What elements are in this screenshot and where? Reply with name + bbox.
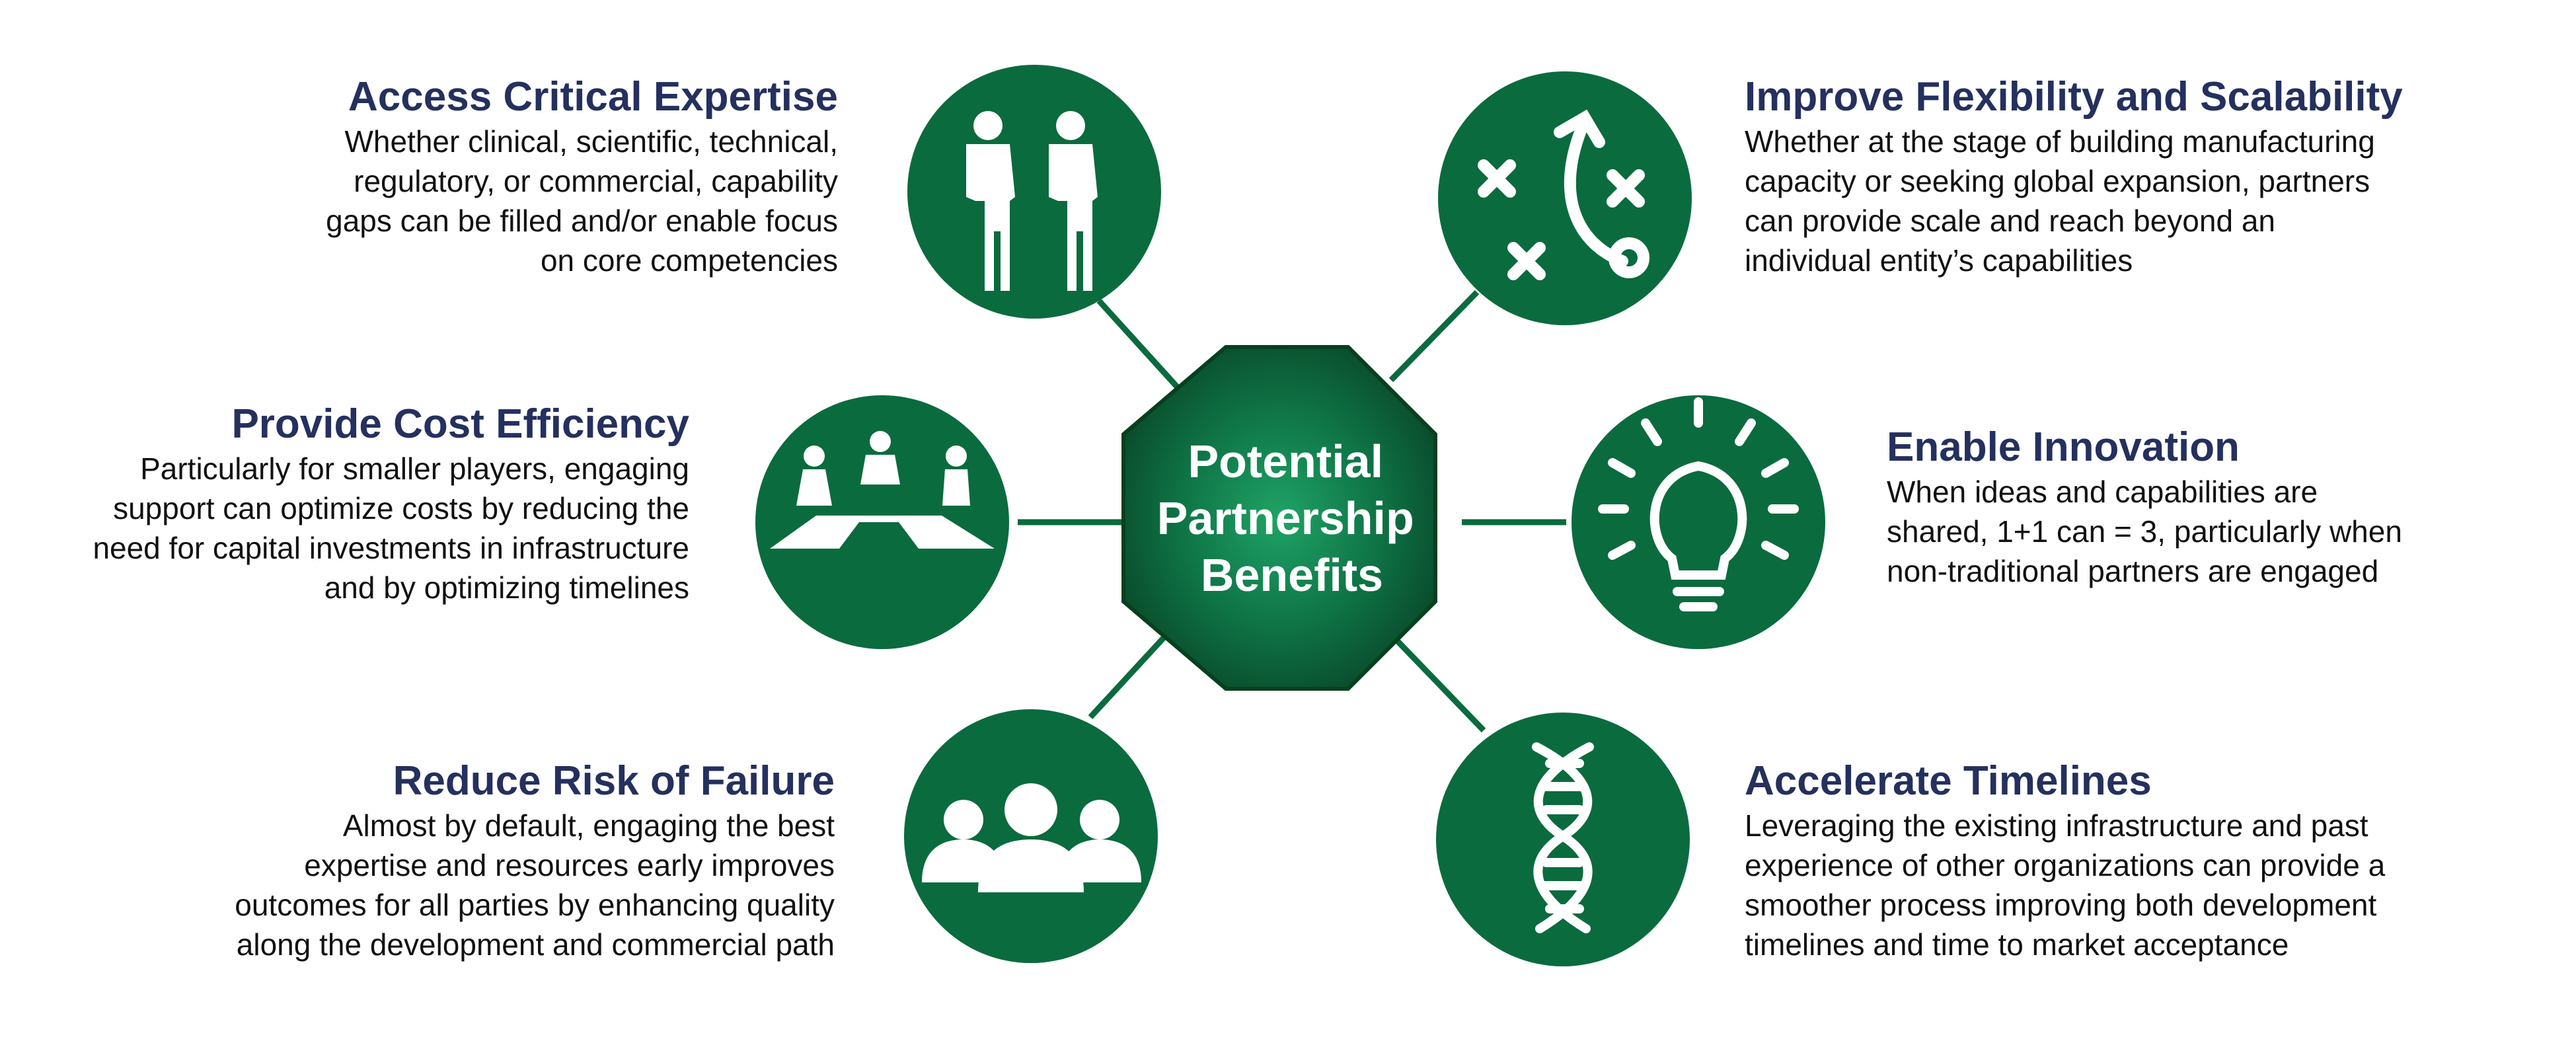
description-line: Leveraging the existing infrastructure a…	[1745, 808, 2368, 843]
description-line: timelines and time to market acceptance	[1745, 927, 2289, 962]
connectors	[1018, 290, 1566, 733]
svg-text:Potential Partnership: Potential Partnership Benefits	[1157, 436, 1427, 601]
node-reduce-risk	[904, 709, 1158, 963]
description-line: individual entity’s capabilities	[1745, 243, 2133, 278]
benefit-cost-efficiency: Provide Cost Efficiency Particularly for…	[93, 400, 689, 607]
lightbulb-icon	[1598, 397, 1799, 611]
description-line: Particularly for smaller players, engagi…	[140, 451, 689, 486]
description-line: can provide scale and reach beyond an	[1745, 204, 2276, 238]
description-line: outcomes for all parties by enhancing qu…	[235, 888, 835, 922]
description-line: gaps can be filled and/or enable focus	[326, 204, 838, 238]
center-label-line-2: Partnership	[1157, 492, 1414, 544]
connector-risk	[1088, 629, 1172, 720]
description-line: need for capital investments in infrastr…	[93, 531, 689, 565]
strategy-play-icon	[1478, 109, 1649, 280]
benefit-title: Reduce Risk of Failure	[393, 758, 835, 804]
description-line: Whether at the stage of building manufac…	[1745, 124, 2375, 159]
benefit-title: Provide Cost Efficiency	[231, 401, 689, 447]
node-accelerate-timelines	[1436, 713, 1690, 966]
description-line: Almost by default, engaging the best	[342, 808, 835, 843]
center-label-line-3: Benefits	[1201, 549, 1383, 601]
benefit-description: Whether clinical, scientific, technical,…	[326, 122, 838, 280]
benefit-description: Leveraging the existing infrastructure a…	[1745, 806, 2385, 964]
description-line: capacity or seeking global expansion, pa…	[1745, 164, 2370, 198]
description-line: regulatory, or commercial, capability	[354, 164, 838, 198]
center-label-line-1: Potential	[1188, 436, 1383, 487]
description-line: non-traditional partners are engaged	[1887, 554, 2379, 588]
benefit-reduce-risk: Reduce Risk of Failure Almost by default…	[235, 757, 835, 964]
node-cost-efficiency	[755, 395, 1009, 649]
description-line: support can optimize costs by reducing t…	[113, 491, 689, 525]
description-line: Whether clinical, scientific, technical,	[344, 124, 838, 159]
benefit-access-expertise: Access Critical Expertise Whether clinic…	[326, 73, 838, 280]
dna-helix-icon	[1532, 742, 1594, 933]
node-innovation	[1572, 395, 1825, 649]
benefit-description: Whether at the stage of building manufac…	[1745, 122, 2403, 280]
benefit-flexibility: Improve Flexibility and Scalability Whet…	[1745, 73, 2403, 280]
benefit-title: Access Critical Expertise	[348, 74, 838, 120]
description-line: expertise and resources early improves	[304, 848, 835, 882]
description-line: experience of other organizations can pr…	[1745, 848, 2386, 882]
node-flexibility	[1438, 71, 1692, 325]
doctors-icon	[966, 111, 1098, 291]
meeting-table-icon	[770, 431, 995, 549]
connector-expertise	[1096, 298, 1186, 396]
benefit-description: Almost by default, engaging the best exp…	[235, 806, 835, 964]
benefit-title: Accelerate Timelines	[1745, 758, 2152, 804]
description-line: on core competencies	[540, 243, 838, 278]
benefit-description: Particularly for smaller players, engagi…	[93, 449, 689, 607]
benefit-title: Improve Flexibility and Scalability	[1745, 74, 2403, 120]
benefit-description: When ideas and capabilities are shared, …	[1887, 472, 2402, 591]
node-access-expertise	[907, 65, 1161, 319]
group-people-icon	[922, 783, 1141, 892]
center-octagon	[1121, 345, 1437, 691]
description-line: smoother process improving both developm…	[1745, 888, 2377, 922]
connector-timelines	[1392, 635, 1486, 733]
description-line: and by optimizing timelines	[324, 570, 689, 605]
description-line: shared, 1+1 can = 3, particularly when	[1887, 514, 2402, 549]
description-line: along the development and commercial pat…	[236, 927, 835, 962]
benefit-innovation: Enable Innovation When ideas and capabil…	[1887, 423, 2402, 591]
benefit-title: Enable Innovation	[1887, 424, 2240, 470]
benefit-accelerate-timelines: Accelerate Timelines Leveraging the exis…	[1745, 757, 2385, 964]
description-line: When ideas and capabilities are	[1887, 475, 2318, 509]
connector-flexibility	[1388, 290, 1480, 383]
